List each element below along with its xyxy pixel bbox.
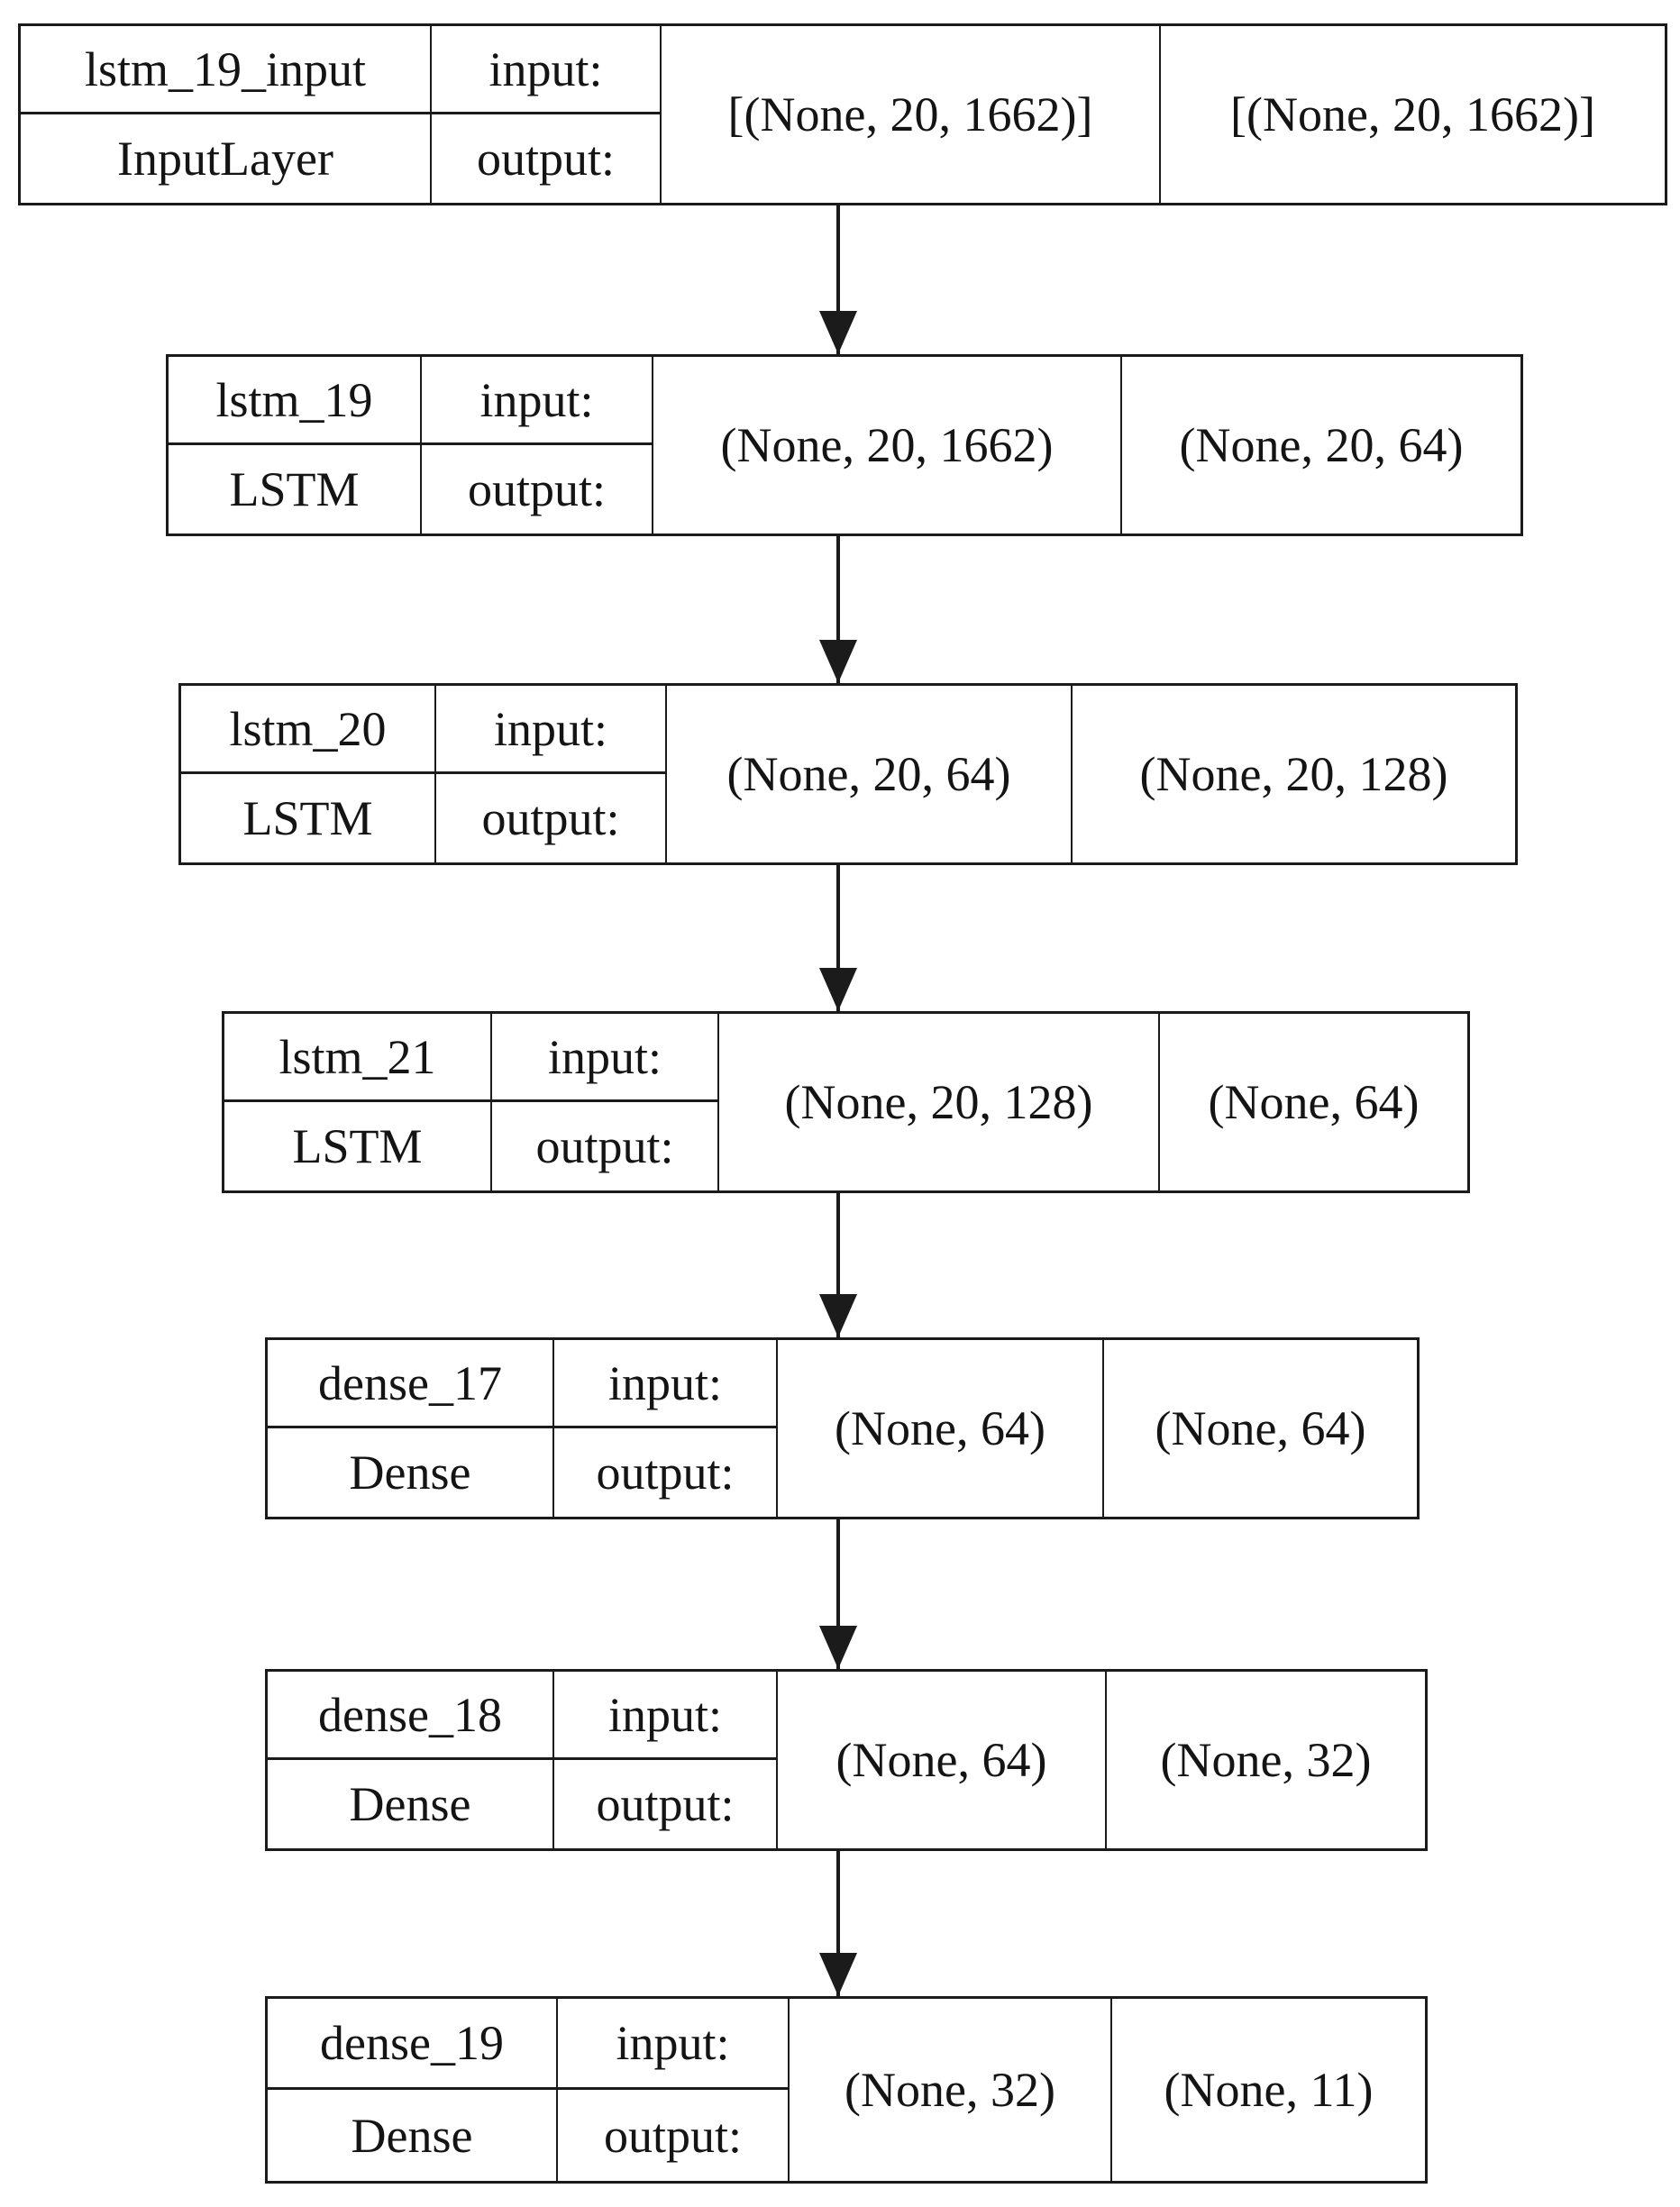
output-shape: (None, 32) — [1160, 1733, 1372, 1787]
output-label: output: — [436, 774, 667, 862]
edge-arrow-6 — [836, 1851, 840, 1996]
edge-arrow-3 — [836, 865, 840, 1011]
layer-name: dense_17 — [268, 1340, 554, 1428]
input-shape: (None, 32) — [790, 1999, 1112, 2181]
layer-node-lstm-21: lstm_21 input: (None, 20, 128) (None, 64… — [222, 1011, 1470, 1193]
edge-arrow-1 — [836, 205, 840, 354]
output-label: output: — [554, 1760, 778, 1848]
layer-node-lstm-19: lstm_19 input: (None, 20, 1662) (None, 2… — [166, 354, 1523, 536]
layer-type: LSTM — [181, 774, 436, 862]
layer-type: LSTM — [169, 445, 422, 534]
layer-name: lstm_21 — [224, 1014, 492, 1102]
input-shape: (None, 64) — [778, 1672, 1107, 1848]
layer-name: lstm_19 — [169, 357, 422, 445]
output-label: output: — [422, 445, 653, 534]
layer-type: Dense — [268, 2090, 558, 2181]
input-shape: (None, 64) — [778, 1340, 1104, 1517]
layer-node-lstm-20: lstm_20 input: (None, 20, 64) (None, 20,… — [178, 683, 1518, 865]
input-shape: (None, 20, 64) — [667, 686, 1073, 862]
output-shape: (None, 11) — [1164, 2063, 1374, 2117]
input-shape: (None, 20, 1662) — [653, 357, 1122, 534]
input-label: input: — [554, 1340, 778, 1428]
layer-name: lstm_20 — [181, 686, 436, 774]
input-shape: (None, 20, 128) — [719, 1014, 1160, 1190]
edge-arrow-2 — [836, 536, 840, 683]
output-shape: (None, 64) — [1208, 1075, 1420, 1129]
input-label: input: — [422, 357, 653, 445]
layer-type: LSTM — [224, 1102, 492, 1190]
input-label: input: — [554, 1672, 778, 1760]
output-shape: (None, 20, 64) — [1179, 418, 1464, 472]
output-label: output: — [554, 1428, 778, 1517]
layer-node-dense-17: dense_17 input: (None, 64) (None, 64) De… — [265, 1337, 1420, 1519]
layer-node-dense-19: dense_19 input: (None, 32) (None, 11) De… — [265, 1996, 1428, 2184]
layer-type: InputLayer — [21, 114, 432, 203]
input-label: input: — [492, 1014, 719, 1102]
layer-type: Dense — [268, 1760, 554, 1848]
layer-type: Dense — [268, 1428, 554, 1517]
edge-arrow-5 — [836, 1519, 840, 1669]
layer-node-lstm-19-input: lstm_19_input input: [(None, 20, 1662)] … — [18, 23, 1667, 205]
output-shape: [(None, 20, 1662)] — [1230, 87, 1595, 141]
layer-name: dense_19 — [268, 1999, 558, 2090]
input-label: input: — [432, 26, 662, 114]
input-shape: [(None, 20, 1662)] — [662, 26, 1161, 203]
output-label: output: — [558, 2090, 790, 2181]
input-label: input: — [436, 686, 667, 774]
output-label: output: — [432, 114, 662, 203]
output-label: output: — [492, 1102, 719, 1190]
input-label: input: — [558, 1999, 790, 2090]
edge-arrow-4 — [836, 1193, 840, 1337]
output-shape: (None, 20, 128) — [1139, 747, 1448, 801]
layer-name: dense_18 — [268, 1672, 554, 1760]
output-shape: (None, 64) — [1155, 1401, 1366, 1455]
layer-node-dense-18: dense_18 input: (None, 64) (None, 32) De… — [265, 1669, 1428, 1851]
layer-name: lstm_19_input — [21, 26, 432, 114]
